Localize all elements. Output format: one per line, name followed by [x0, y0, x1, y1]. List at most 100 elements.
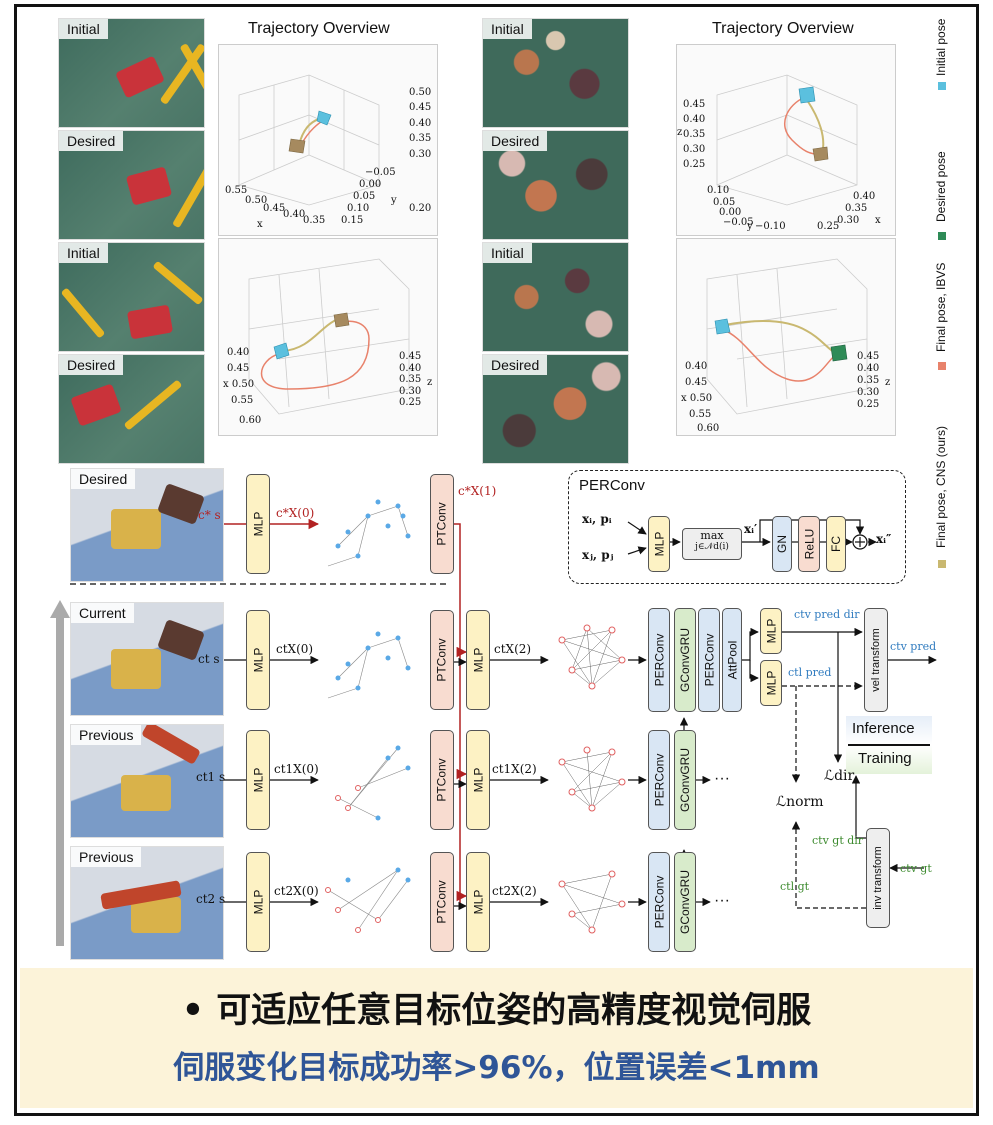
perconv-mlp: MLP: [648, 516, 670, 572]
photo-desired-3: Desired: [482, 130, 629, 240]
x-tick: 0.55: [231, 395, 254, 406]
gconvgru-previous-1: GConvGRU: [674, 730, 696, 830]
x-tick: 0.60: [697, 423, 720, 434]
scene-current: Current: [70, 602, 224, 716]
training-label: Training: [858, 750, 912, 767]
x-tick: 0.55: [225, 185, 248, 196]
photo-label: Previous: [71, 725, 142, 745]
x-tick: 0.35: [845, 203, 868, 214]
label-ct1-x0: ct1X(0): [274, 762, 319, 776]
y-tick: 0.15: [341, 215, 364, 226]
legend-label-initial: Initial pose: [934, 18, 948, 76]
photo-desired-2: Desired: [58, 354, 205, 464]
input-xi-pi: xᵢ, pᵢ: [582, 512, 612, 526]
separator-dashed: [70, 583, 450, 585]
label-cstar-s: c* s: [198, 508, 221, 522]
legend-label-ibvs: Final pose, IBVS: [934, 262, 948, 352]
ptconv-desired: PTConv: [430, 474, 454, 574]
photo-label: Desired: [59, 355, 124, 375]
banner-subline: 伺服变化目标成功率>96%，位置误差<1mm: [173, 1050, 820, 1086]
photo-initial-1: Initial: [58, 18, 205, 128]
label-ct-x2: ctX(2): [494, 642, 532, 656]
mlp-desired: MLP: [246, 474, 270, 574]
mlp-current: MLP: [246, 610, 270, 710]
vel-transform: vel transform: [864, 608, 888, 712]
y-tick: 0.05: [353, 191, 376, 202]
max-aggregation: max j∈𝒩d(i): [682, 528, 742, 560]
point-graph-previous-1: [335, 745, 411, 821]
loss-norm: ℒnorm: [776, 794, 824, 810]
photo-desired-4: Desired: [482, 354, 629, 464]
perconv-previous-2: PERConv: [648, 852, 670, 952]
x-axis-label: x: [257, 219, 263, 230]
x-tick: 0.40: [283, 209, 306, 220]
label-v-pred: ctv pred: [890, 640, 937, 653]
fc-block: FC: [826, 516, 846, 572]
ptconv-current: PTConv: [430, 610, 454, 710]
mode-legend: Inference Training: [846, 716, 932, 774]
x-tick: 0.45: [263, 203, 286, 214]
x-tick: 0.35: [303, 215, 326, 226]
photo-label: Desired: [483, 355, 548, 375]
plot-title-right: Trajectory Overview: [712, 20, 854, 37]
label-cstar-x0: c*X(0): [276, 506, 315, 520]
legend-swatch-initial: [938, 82, 946, 90]
z-axis-label: z: [677, 127, 683, 138]
y-tick: −0.05: [723, 217, 754, 228]
plot-canvas: [248, 258, 410, 415]
graph-previous-1: [558, 746, 626, 812]
photo-initial-4: Initial: [482, 242, 629, 352]
point-graph-desired: [327, 499, 411, 567]
label-ct-x0: ctX(0): [276, 642, 314, 656]
summary-banner: • 可适应任意目标位姿的高精度视觉伺服 伺服变化目标成功率>96%，位置误差<1…: [20, 968, 973, 1108]
photo-initial-2: Initial: [58, 242, 205, 352]
y-tick: −0.05: [365, 167, 396, 178]
photo-label: Current: [71, 603, 134, 623]
x-tick: 0.25: [817, 221, 840, 232]
y-tick: −0.10: [755, 221, 786, 232]
gconvgru-previous-2: GConvGRU: [674, 852, 696, 952]
attpool: AttPool: [722, 608, 742, 712]
plot-canvas: [716, 74, 858, 206]
x-axis-label: x: [875, 215, 881, 226]
inference-label: Inference: [852, 720, 915, 737]
graph-previous-2: [558, 870, 626, 934]
perconv-detail-title: PERConv: [579, 477, 645, 494]
gn-block: GN: [772, 516, 792, 572]
legend-swatch-ibvs: [938, 362, 946, 370]
mlp-previous-1: MLP: [246, 730, 270, 830]
photo-desired-1: Desired: [58, 130, 205, 240]
label-v-dir-pred: ctv pred dir: [794, 608, 860, 621]
mlp-head-norm: MLP: [760, 660, 782, 706]
x-tick: 0.40: [227, 347, 250, 358]
label-ct2-s: ct2 s: [196, 892, 226, 906]
mlp-previous-2: MLP: [246, 852, 270, 952]
photo-label: Initial: [59, 19, 108, 39]
label-l-pred: ctl pred: [788, 666, 832, 679]
label-ct1-s: ct1 s: [196, 770, 226, 784]
mlp-fuse-current: MLP: [466, 610, 490, 710]
z-axis-label: z: [885, 377, 891, 388]
label-xi-prime: xᵢ′: [744, 522, 758, 536]
photo-label: Previous: [71, 847, 142, 867]
banner-headline: • 可适应任意目标位姿的高精度视觉伺服: [181, 991, 812, 1031]
point-graph-previous-2: [325, 867, 411, 933]
label-ct-s: ct s: [198, 652, 220, 666]
y-tick: 0.00: [359, 179, 382, 190]
legend-swatch-desired: [938, 232, 946, 240]
x-tick: 0.50: [245, 195, 268, 206]
label-ct2-x0: ct2X(0): [274, 884, 319, 898]
plot-title-left: Trajectory Overview: [248, 20, 390, 37]
perconv-previous-1: PERConv: [648, 730, 670, 830]
label-cstar-x1: c*X(1): [458, 484, 497, 498]
ptconv-previous-1: PTConv: [430, 730, 454, 830]
ellipsis-previous-1: ···: [714, 770, 730, 787]
perconv-current-2: PERConv: [698, 608, 720, 712]
